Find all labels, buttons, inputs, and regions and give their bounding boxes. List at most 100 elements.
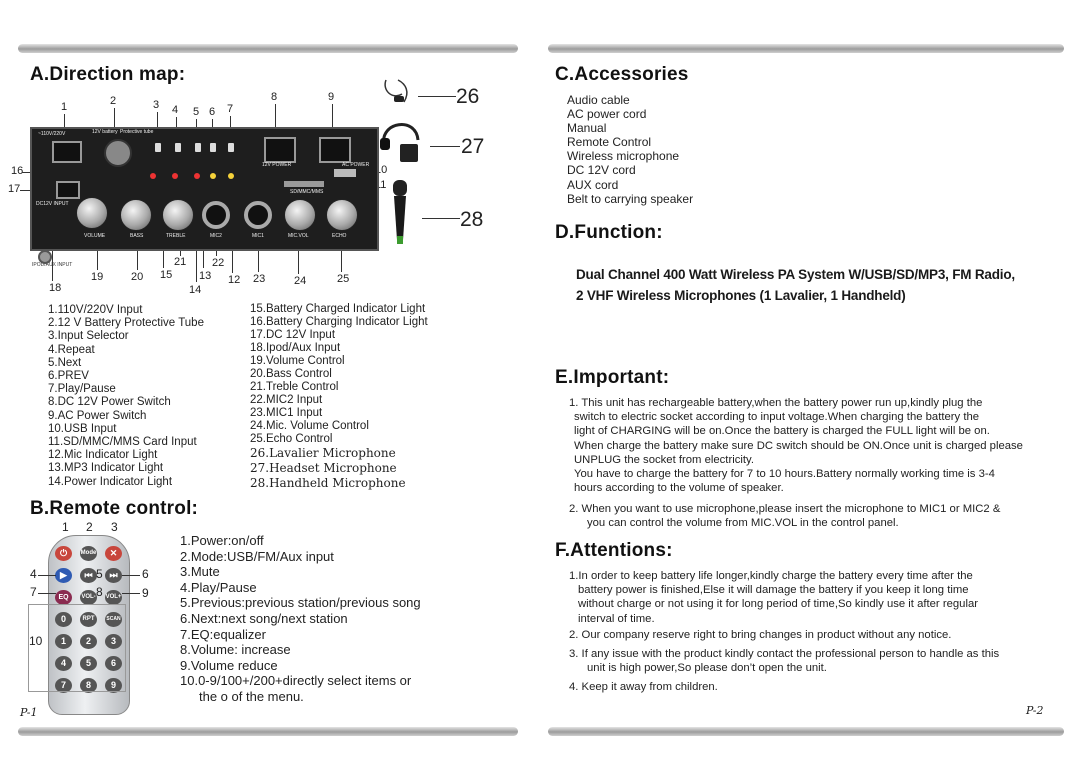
top-right-bar — [548, 44, 1064, 53]
legend-item: 8.DC 12V Power Switch — [48, 396, 171, 409]
attention-line: battery power is finished,Else it will d… — [578, 584, 969, 597]
digit-button: 8 — [80, 678, 97, 693]
legend-item: 18.Ipod/Aux Input — [250, 342, 341, 354]
important-line: switch to electric socket according to i… — [574, 411, 980, 424]
panel-label: ~110V/220V — [38, 131, 66, 137]
panel-number: 8 — [271, 91, 278, 103]
attention-line: 2. Our company reserve right to bring ch… — [569, 629, 952, 641]
legend-item: 5.Next — [48, 356, 82, 369]
accessory-item: Remote Control — [567, 135, 652, 150]
important-line: light of CHARGING will be on.Once the ba… — [574, 425, 990, 438]
dc-power-switch — [264, 137, 296, 163]
vol-plus-button: VOL+ — [105, 590, 122, 605]
legend-item: 28.Handheld Microphone — [250, 476, 406, 490]
mic1-jack — [244, 201, 272, 229]
vol-minus-button: VOL- — [80, 590, 97, 605]
legend-item: 16.Battery Charging Indicator Light — [250, 316, 428, 328]
important-line: 2. When you want to use microphone,pleas… — [569, 503, 1001, 515]
legend-item: 17.DC 12V Input — [250, 329, 336, 341]
digit-button: 6 — [105, 656, 122, 671]
digit-button: 9 — [105, 678, 122, 693]
remote-number: 4 — [30, 567, 37, 581]
sd-slot — [284, 181, 324, 187]
panel-label: DC12V INPUT — [36, 201, 69, 207]
remote-legend-item: 1.Power:on/off — [180, 533, 264, 548]
important-2: 2. When you want to use microphone,pleas… — [569, 502, 1000, 530]
remote-legend-item: 2.Mode:USB/FM/Aux input — [180, 548, 334, 564]
mic-vol-knob — [284, 199, 316, 231]
digit-button: 3 — [105, 634, 122, 649]
panel-number: 24 — [294, 275, 307, 287]
attention-line: interval of time. — [578, 612, 655, 625]
bass-knob — [120, 199, 152, 231]
legend-item: 4.Repeat — [48, 343, 95, 356]
panel-number: 23 — [253, 273, 266, 285]
ipod-jack — [38, 250, 52, 264]
remote-legend-item: 6.Next:next song/next station — [180, 610, 348, 626]
section-c-title: C.Accessories — [555, 64, 689, 85]
panel-number: 16 — [11, 165, 24, 177]
panel-label: VOLUME — [84, 233, 106, 239]
legend-item: 22.MIC2 Input — [250, 394, 323, 406]
digit-button: 5 — [80, 656, 97, 671]
accessory-item: Manual — [567, 121, 607, 136]
section-e-title: E.Important: — [555, 367, 670, 388]
accessory-item: DC 12V cord — [567, 163, 636, 178]
legend-right: 15.Battery Charged Indicator Light 16.Ba… — [250, 303, 428, 491]
power-button-icon: ⏻ — [55, 546, 72, 561]
panel-label: SD/MMC/MMS — [290, 189, 324, 195]
usb-port — [334, 169, 356, 177]
play-pause-button-icon: ▶ — [55, 568, 72, 583]
remote-number: 5 — [96, 567, 103, 581]
panel-number: 6 — [209, 106, 216, 118]
panel-label: 12V POWER — [262, 162, 292, 168]
next-button-icon: ⏭ — [105, 568, 122, 583]
accessories-list: Audio cable AC power cord Manual Remote … — [567, 93, 693, 206]
panel-number: 13 — [199, 270, 212, 282]
accessory-item: Audio cable — [567, 93, 630, 107]
eq-button: EQ — [55, 590, 72, 605]
remote-control-image: ⏻ Mode ✕ ▶ ⏮ ⏭ EQ VOL- VOL+ 0 RPT SCAN 1… — [48, 535, 130, 715]
panel-label: AC POWER — [342, 162, 370, 168]
digit-button: 4 — [55, 656, 72, 671]
section-b-title: B.Remote control: — [30, 498, 199, 519]
remote-legend-item: 3.Mute — [180, 564, 220, 580]
mic2-jack — [202, 201, 230, 229]
echo-knob — [326, 199, 358, 231]
attention-1: 1.In order to keep battery life longer,k… — [569, 569, 978, 626]
panel-label: 12V battery — [92, 129, 118, 135]
section-f-title: F.Attentions: — [555, 540, 673, 561]
important-1: 1. This unit has rechargeable battery,wh… — [569, 396, 1023, 495]
legend-item: 19.Volume Control — [250, 355, 345, 367]
legend-left: 1.110V/220V Input 2.12 V Battery Protect… — [48, 304, 204, 489]
mode-button: Mode — [80, 546, 97, 561]
remote-legend-item: 8.Volume: increase — [180, 642, 291, 658]
mute-button-icon: ✕ — [105, 546, 122, 561]
remote-legend-item: 9.Volume reduce — [180, 657, 278, 673]
previous-button-icon: ⏮ — [80, 568, 97, 583]
panel-number: 2 — [110, 95, 117, 107]
remote-number: 10 — [29, 634, 43, 648]
panel-label: ECHO — [332, 233, 347, 239]
legend-item: 6.PREV — [48, 370, 89, 383]
digit-button: 0 — [55, 612, 72, 627]
panel-number: 18 — [49, 282, 62, 294]
legend-item: 27.Headset Microphone — [250, 461, 397, 475]
legend-item: 3.Input Selector — [48, 330, 129, 343]
legend-item: 13.MP3 Indicator Light — [48, 462, 164, 475]
panel-label: Protective tube — [120, 129, 154, 135]
panel-number: 12 — [228, 274, 241, 286]
remote-number: 1 — [62, 520, 69, 534]
panel-number: 3 — [153, 99, 160, 111]
panel-label: BASS — [130, 233, 144, 239]
attention-line: 1.In order to keep battery life longer,k… — [569, 570, 973, 582]
panel-number: 14 — [189, 284, 202, 296]
panel-number: 20 — [131, 271, 144, 283]
legend-item: 1.110V/220V Input — [48, 304, 143, 316]
bottom-left-bar — [18, 727, 518, 736]
remote-legend-item: 5.Previous:previous station/previous son… — [180, 595, 421, 611]
panel-label: MIC2 — [210, 233, 222, 239]
accessory-item: AC power cord — [567, 107, 647, 122]
bottom-right-bar — [548, 727, 1064, 736]
remote-legend-item: 10.0-9/100+/200+directly select items or — [180, 673, 412, 689]
